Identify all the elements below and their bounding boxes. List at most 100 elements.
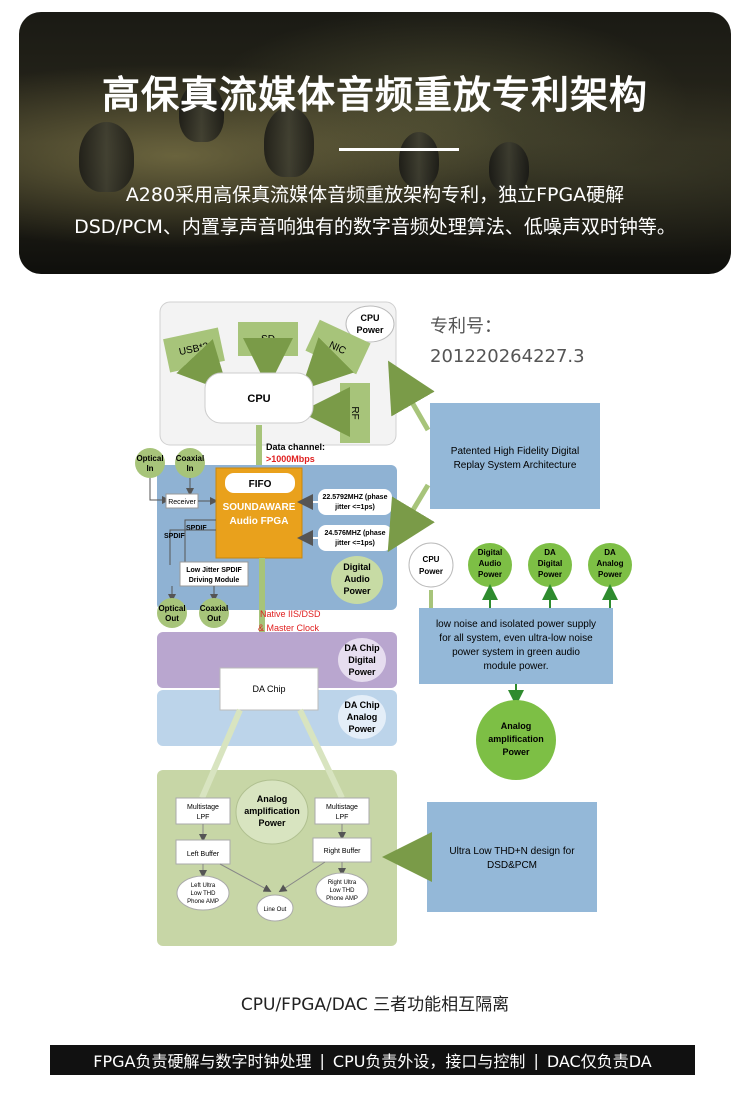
nic-arrow (300, 337, 354, 391)
optical-in-line (149, 478, 170, 504)
spdif-label-1: SPDIF (186, 525, 207, 532)
digital-audio-power-circle-label: Digital (478, 548, 502, 557)
digital-audio-power-label: Audio (344, 574, 370, 584)
data-channel-label: Data channel: (266, 442, 325, 452)
right-buffer-to-lineout (278, 861, 326, 893)
clock1-box (318, 489, 392, 515)
footer-bar: FPGA负责硬解与数字时钟处理 | CPU负责外设，接口与控制 | DAC仅负责… (50, 1045, 695, 1075)
analog-amp-power-label: amplification (244, 806, 300, 816)
clock1-label: jitter <=1ps) (334, 504, 375, 511)
left-amp-label: Phone AMP (187, 899, 219, 905)
da-analog-power-circle (588, 543, 632, 587)
cpu-power-circle-label: CPU (423, 555, 440, 564)
line-out-ellipse (256, 894, 294, 922)
da-chip-analog-power-label: DA Chip (344, 700, 380, 710)
right-amp-label: Right Ultra (328, 880, 357, 886)
clock2-box (318, 525, 392, 551)
low-jitter-label: Low Jitter SPDIF (186, 567, 242, 574)
sd-label: SD (261, 334, 275, 345)
banner-title: 高保真流媒体音频重放专利架构 (101, 73, 648, 117)
right-lpf-label: LPF (336, 814, 349, 821)
native-iis-label: Native IIS/DSD (260, 609, 321, 619)
digital-audio-power-label: Digital (343, 562, 371, 572)
da-chip-label: DA Chip (252, 684, 285, 694)
fifo-label: FIFO (249, 479, 272, 490)
right-amp-ellipse (315, 872, 369, 908)
digital-audio-power-circle-label: Audio (479, 559, 502, 568)
right-buffer-box (312, 837, 372, 863)
da-digital-band (157, 632, 397, 688)
cpu-power-label: Power (356, 325, 384, 335)
footer-fpga: FPGA负责硬解与数字时钟处理 (93, 1052, 312, 1071)
optical-out-circle (157, 598, 187, 628)
right-buffer-label: Right Buffer (324, 848, 362, 855)
da-to-left-lpf (199, 708, 243, 800)
digital-audio-power-label: Power (343, 586, 371, 596)
left-lpf-label: LPF (197, 814, 210, 821)
patent-number: 201220264227.3 (430, 346, 585, 367)
da-chip-analog-power-ellipse (338, 695, 386, 739)
da-analog-power-circle-label: Power (598, 570, 622, 579)
patented-to-fpga-arrow (387, 483, 435, 553)
footer-dac: DAC仅负责DA (546, 1052, 652, 1071)
coaxial-out-label: Coaxial (200, 604, 228, 613)
cpu-label: CPU (247, 393, 270, 405)
analog-amp-power-ellipse (235, 779, 309, 845)
right-amp-label: Phone AMP (326, 896, 358, 902)
left-lpf-box (175, 797, 231, 825)
analog-amp-power-circle-label: Power (502, 747, 530, 757)
patented-box-label: Patented High Fidelity Digital (451, 446, 579, 457)
left-buffer-to-lineout (219, 863, 272, 892)
coaxial-in-label: In (186, 464, 193, 473)
optical-in-label: Optical (136, 454, 163, 463)
optical-out-label: Optical (158, 604, 185, 613)
fifo-box (225, 473, 295, 493)
da-analog-power-circle-label: Analog (596, 559, 623, 568)
low-noise-box (419, 608, 613, 684)
header-banner: 高保真流媒体音频重放专利架构 A280采用高保真流媒体音频重放架构专利，独立FP… (19, 12, 731, 274)
da-digital-power-circle-label: DA (544, 548, 556, 557)
banner-divider (339, 148, 459, 151)
patented-box (430, 403, 600, 509)
banner-description-line-1: A280采用高保真流媒体音频重放架构专利，独立FPGA硬解 (125, 184, 625, 206)
cpu-power-ellipse (345, 305, 395, 343)
patent-label: 专利号： (430, 316, 502, 337)
analog-amp-power-circle (476, 700, 556, 780)
cpu-power-circle-label: Power (419, 567, 443, 576)
left-amp-label: Low THD (191, 891, 217, 897)
isolation-caption: CPU/FPGA/DAC 三者功能相互隔离 (240, 995, 510, 1015)
cpu-box (204, 372, 314, 424)
digital-audio-power-ellipse (331, 556, 383, 604)
cpu-power-circle (408, 542, 454, 588)
da-chip-box (219, 667, 319, 711)
analog-amp-power-label: Power (258, 818, 286, 828)
analog-amp-power-circle-label: Analog (501, 721, 532, 731)
optical-out-label: Out (165, 614, 179, 623)
da-analog-power-circle-label: DA (604, 548, 616, 557)
receiver-label: Receiver (168, 499, 196, 506)
da-to-right-lpf (297, 708, 345, 800)
digital-audio-power-circle-label: Power (478, 570, 502, 579)
da-chip-digital-power-label: DA Chip (344, 643, 380, 653)
optical-in-circle (135, 448, 165, 478)
ultra-low-label: DSD&PCM (487, 860, 537, 871)
left-buffer-label: Left Buffer (187, 851, 220, 858)
line-out-label: Line Out (264, 907, 287, 913)
ultra-low-box (427, 802, 597, 912)
footer-cpu: CPU负责外设，接口与控制 (332, 1052, 526, 1071)
coaxial-in-label: Coaxial (176, 454, 204, 463)
left-lpf-label: Multistage (187, 804, 219, 811)
coaxial-out-label: Out (207, 614, 221, 623)
right-lpf-label: Multistage (326, 804, 358, 811)
ultra-low-label: Ultra Low THD+N design for (449, 846, 575, 857)
da-digital-power-circle-label: Digital (538, 559, 562, 568)
left-buffer-box (175, 839, 231, 865)
da-chip-digital-power-ellipse (338, 638, 386, 682)
right-amp-label: Low THD (330, 888, 356, 894)
architecture-diagram: CPU Power USB*2 SD NIC RF CPU Data chann… (0, 290, 750, 990)
da-chip-digital-power-label: Power (348, 667, 376, 677)
spdif-line-1 (184, 519, 216, 565)
low-jitter-label: Driving Module (189, 577, 240, 584)
da-analog-band (157, 690, 397, 746)
clock2-label: jitter <=1ps) (334, 540, 375, 547)
